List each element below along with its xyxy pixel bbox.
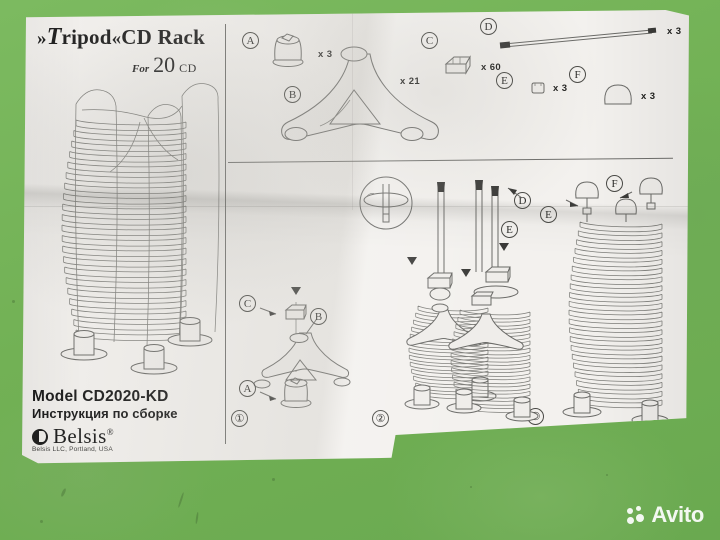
avito-wordmark: Avito (651, 502, 704, 527)
step-number-1: ① (231, 410, 248, 427)
long-rod-part-icon (499, 27, 657, 49)
step-1-leader-lines (259, 307, 317, 401)
product-illustration (60, 83, 220, 375)
small-clip-part-icon (531, 82, 545, 94)
horizontal-divider-rule (227, 157, 673, 163)
title-initial: T (46, 24, 62, 50)
step-2-detail-inset (359, 176, 413, 230)
part-label-d: D (480, 18, 497, 35)
part-label-a: A (242, 32, 259, 49)
step-4-diagram (562, 177, 669, 426)
step-number-2: ② (372, 410, 389, 427)
background-speck (606, 474, 608, 476)
part-label-b: B (284, 86, 301, 103)
step-3-diagram (446, 180, 539, 422)
subtitle-count: 20 (153, 52, 176, 77)
background-speck (40, 520, 43, 523)
brand-logo: Belsis® (32, 424, 114, 449)
step-4-callout-e: E (540, 206, 557, 223)
part-qty-e: x 3 (553, 83, 568, 94)
part-label-e: E (496, 72, 513, 89)
instruction-sheet: »Tripod«CD Rack For 20 CD Model CD2020-K… (22, 10, 689, 464)
background-speck (272, 478, 275, 481)
brand-name: Belsis® (53, 424, 114, 448)
vertical-divider-rule (225, 24, 226, 444)
background-speck (470, 486, 472, 488)
model-number: Model CD2020-KD (32, 388, 169, 405)
step-1-callout-c: C (239, 295, 256, 312)
title-guillemet-close: « (111, 28, 122, 49)
step-3-callout-e: E (501, 221, 518, 238)
spacer-block-part-icon (444, 55, 471, 75)
foot-cap-part-icon (272, 33, 304, 67)
avito-watermark: Avito (627, 504, 704, 526)
page-title: »Tripod«CD Rack (37, 24, 205, 51)
title-tail: CD Rack (121, 25, 205, 49)
subtitle-for: For (132, 63, 150, 75)
subtitle-unit: CD (179, 61, 197, 75)
title-main: ripod (61, 25, 112, 49)
trademark-symbol: ® (106, 427, 114, 437)
step-1-diagram (253, 287, 351, 408)
assembly-instruction-heading: Инструкция по сборке (32, 406, 178, 421)
belsis-mark-icon (32, 428, 48, 445)
avito-dots-logo-icon (627, 505, 646, 525)
part-qty-a: x 3 (318, 49, 333, 60)
step-4-callout-f: F (606, 175, 623, 192)
title-guillemet-open: » (37, 28, 47, 49)
part-qty-d: x 3 (667, 26, 682, 37)
part-qty-f: x 3 (641, 91, 656, 102)
step-1-callout-b: B (310, 308, 327, 325)
part-label-c: C (421, 32, 438, 49)
brand-address: Belsis LLC, Portland, USA (32, 446, 113, 453)
step-1-callout-a: A (239, 380, 256, 397)
tripod-spider-part-icon (281, 46, 439, 141)
part-label-f: F (569, 66, 586, 83)
background-speck (12, 300, 15, 303)
part-qty-c: x 60 (481, 62, 502, 73)
dome-cap-part-icon (604, 84, 632, 105)
page-subtitle: For 20 CD (132, 52, 197, 78)
step-3-callout-d: D (514, 192, 531, 209)
part-qty-b: x 21 (400, 76, 421, 87)
